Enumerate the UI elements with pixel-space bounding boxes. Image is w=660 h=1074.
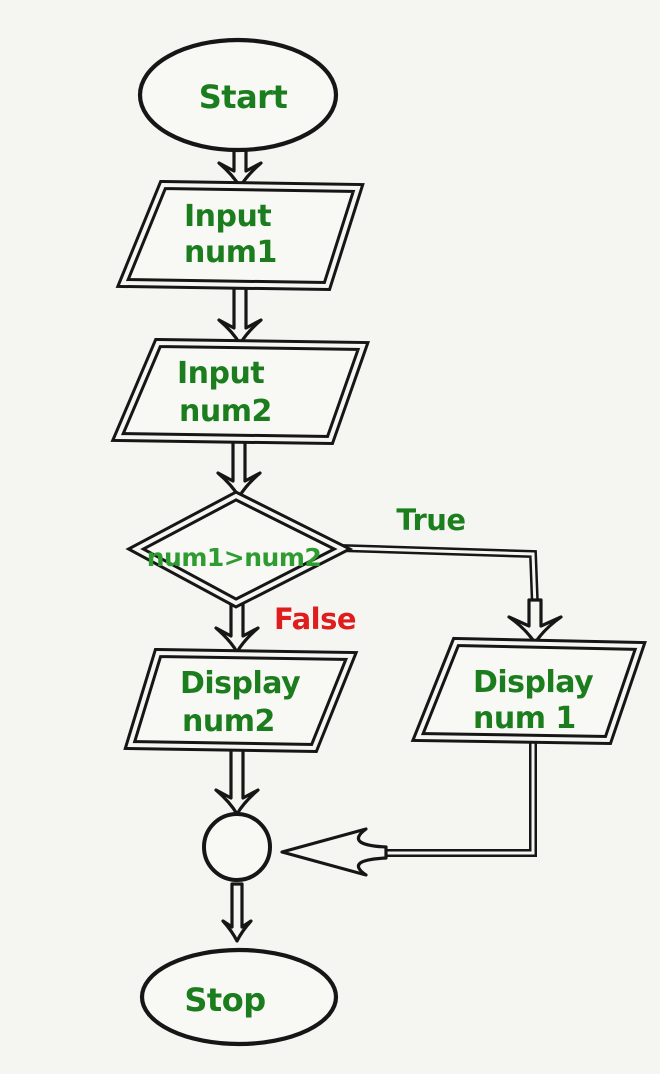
display-num1-label-line2: num 1 <box>473 701 576 736</box>
input-num1-label-line2: num1 <box>184 235 277 270</box>
false-branch-label: False <box>274 602 356 636</box>
input-num2-label-line1: Input <box>177 356 264 391</box>
input-num2-parallelogram <box>110 337 371 446</box>
arrow-connector-to-stop <box>221 882 253 943</box>
stop-label: Stop <box>184 981 265 1019</box>
merge-branch-connector <box>384 739 537 857</box>
arrow-false-to-display2 <box>214 602 260 654</box>
true-branch-connector <box>339 544 539 607</box>
input-num1-label-line1: Input <box>184 199 271 234</box>
true-branch-label: True <box>396 503 465 537</box>
arrow-true-to-display1 <box>507 598 563 645</box>
stop-terminator-shape <box>139 947 339 1047</box>
arrow-input2-to-decision <box>216 439 262 499</box>
display-num2-parallelogram <box>123 647 359 754</box>
decision-condition-label: num1>num2 <box>147 543 322 572</box>
display-num2-label-line2: num2 <box>182 704 275 739</box>
arrow-input1-to-input2 <box>217 286 263 346</box>
input-num2-label-line2: num2 <box>179 394 272 429</box>
start-label: Start <box>199 78 288 116</box>
display-num1-label-line1: Display <box>473 665 594 700</box>
arrow-merge-to-connector <box>280 827 388 877</box>
connector-circle <box>202 812 272 882</box>
display-num2-label-line1: Display <box>180 666 301 701</box>
decision-diamond <box>125 490 354 609</box>
arrow-display2-to-connector <box>214 747 260 816</box>
input-num1-parallelogram <box>115 179 365 292</box>
start-terminator-shape <box>137 37 339 153</box>
display-num1-parallelogram <box>410 636 647 746</box>
